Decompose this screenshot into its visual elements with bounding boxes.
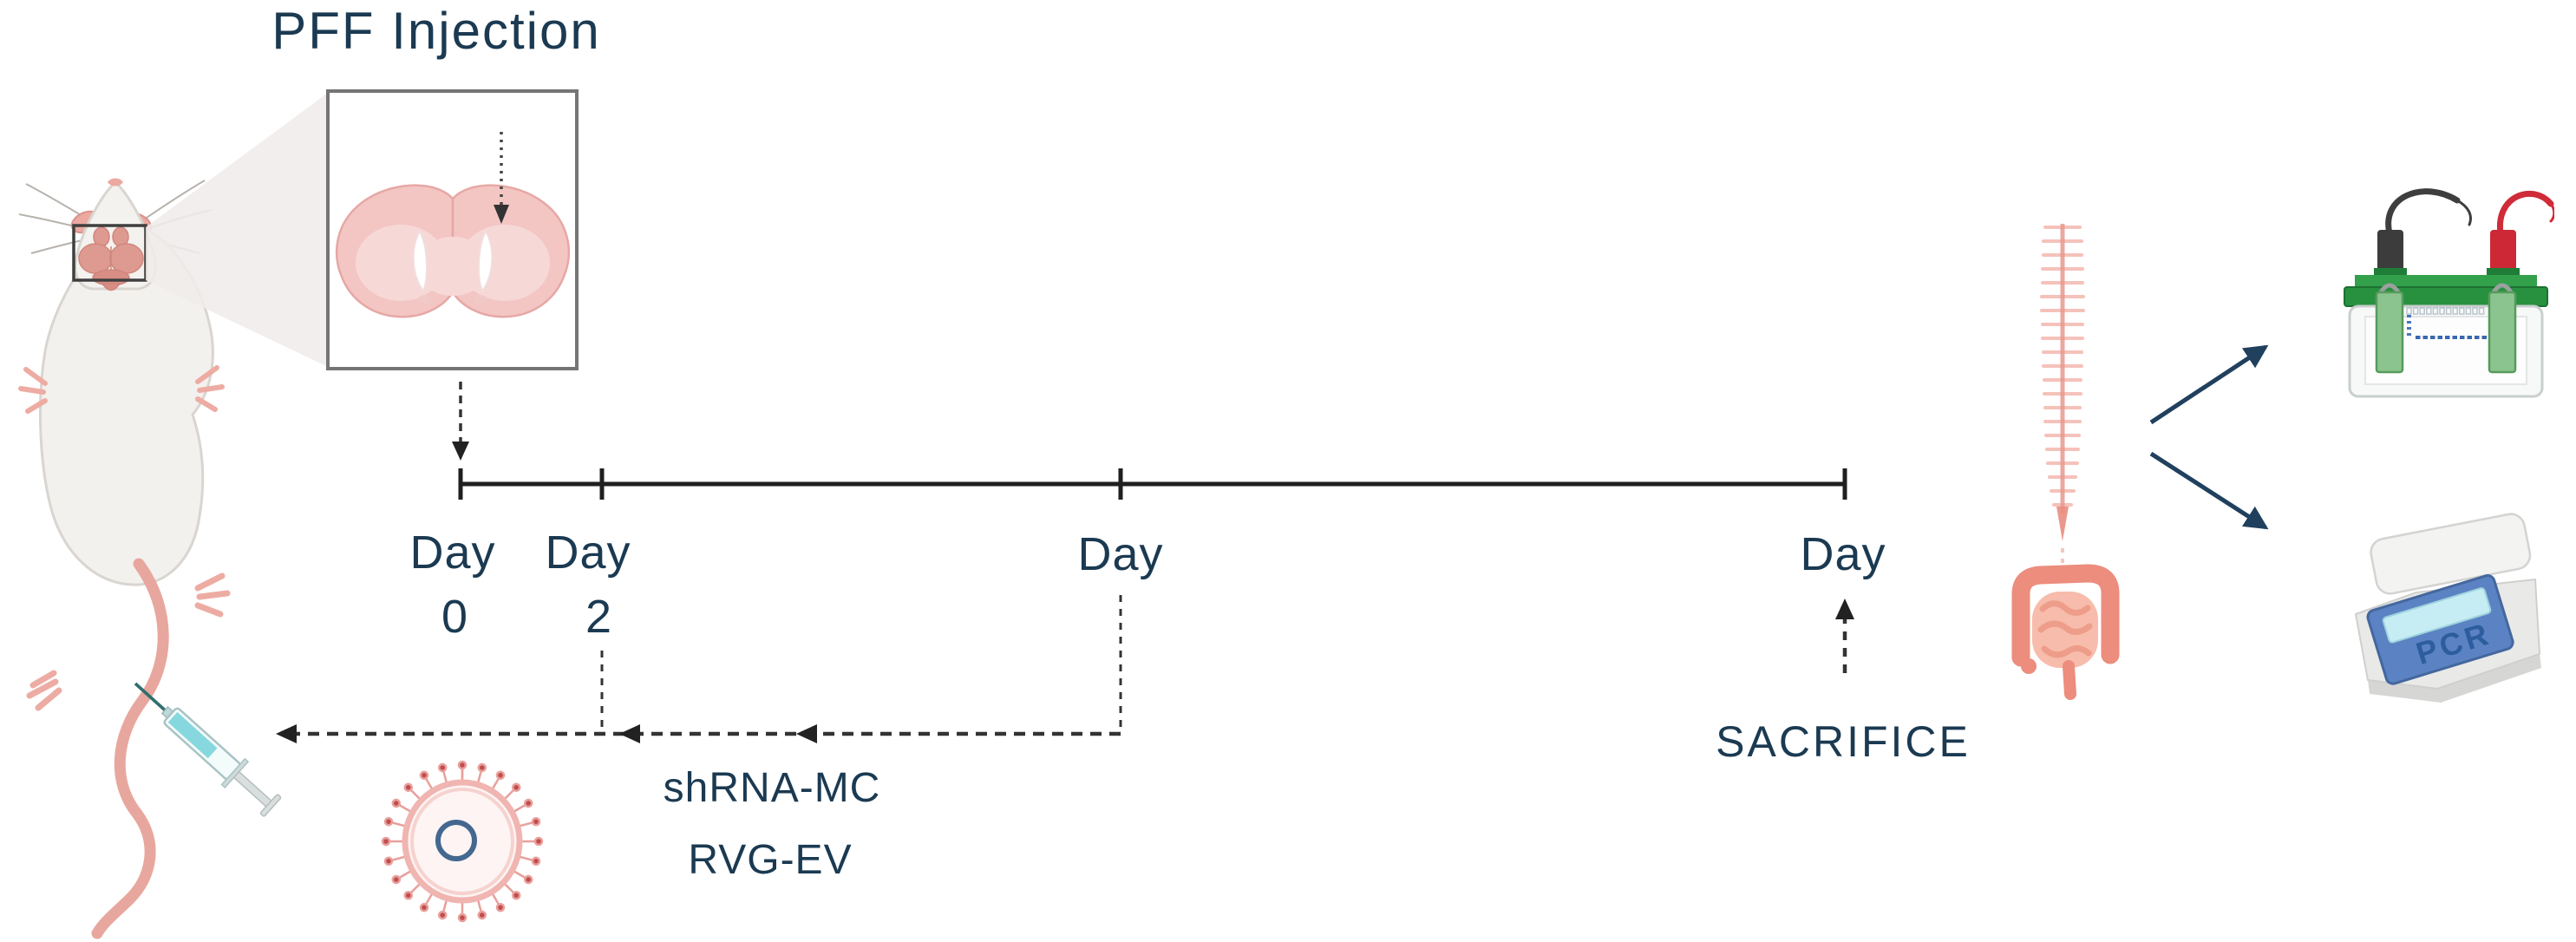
- cargo-rna-circle: [435, 820, 477, 861]
- black-cable-tip: [2455, 199, 2472, 226]
- front-paws: [18, 365, 225, 414]
- intestine-icon: [2011, 564, 2120, 700]
- red-cable-tip: [2549, 202, 2554, 223]
- pff-injection-label: PFF Injection: [271, 2, 601, 60]
- brain-coronal-section-icon: [336, 184, 570, 318]
- red-cable: [2497, 190, 2554, 237]
- ladder-lane: [2407, 315, 2411, 336]
- magnifier-beam: [146, 93, 328, 367]
- black-electrode-plug: [2377, 230, 2403, 271]
- mouse-tail: [91, 558, 169, 939]
- syringe-icon: [134, 682, 282, 817]
- small-intestine-coils: [2037, 600, 2093, 658]
- spinal-cord-icon: [2040, 224, 2085, 567]
- rectum: [2063, 660, 2076, 700]
- arrow-to-gel: [2149, 344, 2269, 425]
- pcr-display: [2382, 587, 2492, 644]
- rvg-ev-label: RVG-EV: [688, 837, 853, 883]
- gel-clamp-right: [2488, 291, 2517, 374]
- lid-top: [2355, 275, 2537, 289]
- sacrifice-arrow: [1835, 599, 1854, 673]
- brain-inset: [146, 89, 579, 370]
- pcr-machine-icon: PCR: [2355, 513, 2541, 703]
- day0-number: 0: [441, 591, 468, 643]
- intracranial-injection-arrow: [494, 132, 509, 224]
- sacrifice-label: SACRIFICE: [1716, 717, 1971, 766]
- pcr-lid: [2370, 513, 2532, 595]
- arrow-to-pcr: [2149, 451, 2269, 530]
- day2-label: Day: [545, 527, 631, 579]
- gel-clamp-left: [2375, 291, 2404, 374]
- pcr-panel: PCR: [2366, 574, 2514, 685]
- analysis-arrows: [2149, 344, 2269, 530]
- clamp-hook-right: [2491, 283, 2514, 294]
- pff-to-day0-arrow: [452, 382, 469, 461]
- vesicle-membrane: [402, 779, 523, 904]
- vesicle-inner-ring: [410, 788, 514, 895]
- pcr-base: [2368, 653, 2541, 703]
- timeline-axis: [458, 468, 1847, 500]
- black-cable: [2385, 188, 2461, 237]
- clamp-hook-left: [2378, 283, 2401, 294]
- hind-paws: [26, 572, 231, 711]
- day0-label: Day: [409, 527, 496, 579]
- gel-electrophoresis-icon: [2344, 188, 2554, 398]
- red-electrode-plug: [2490, 230, 2516, 271]
- gel-band-row: [2416, 336, 2487, 339]
- gel-wells: [2406, 307, 2485, 315]
- mouse-nose: [108, 178, 123, 186]
- shrna-mc-label: shRNA-MC: [663, 765, 881, 811]
- rvg-ev-vesicle-icon: [381, 760, 544, 923]
- day-end-label: Day: [1800, 528, 1886, 580]
- treatment-dashed-lines: [276, 595, 1122, 743]
- day-mid-label: Day: [1077, 528, 1164, 580]
- mouse-icon: [18, 178, 282, 939]
- mouse-exposed-brain: [78, 226, 144, 291]
- day2-number: 2: [585, 591, 612, 643]
